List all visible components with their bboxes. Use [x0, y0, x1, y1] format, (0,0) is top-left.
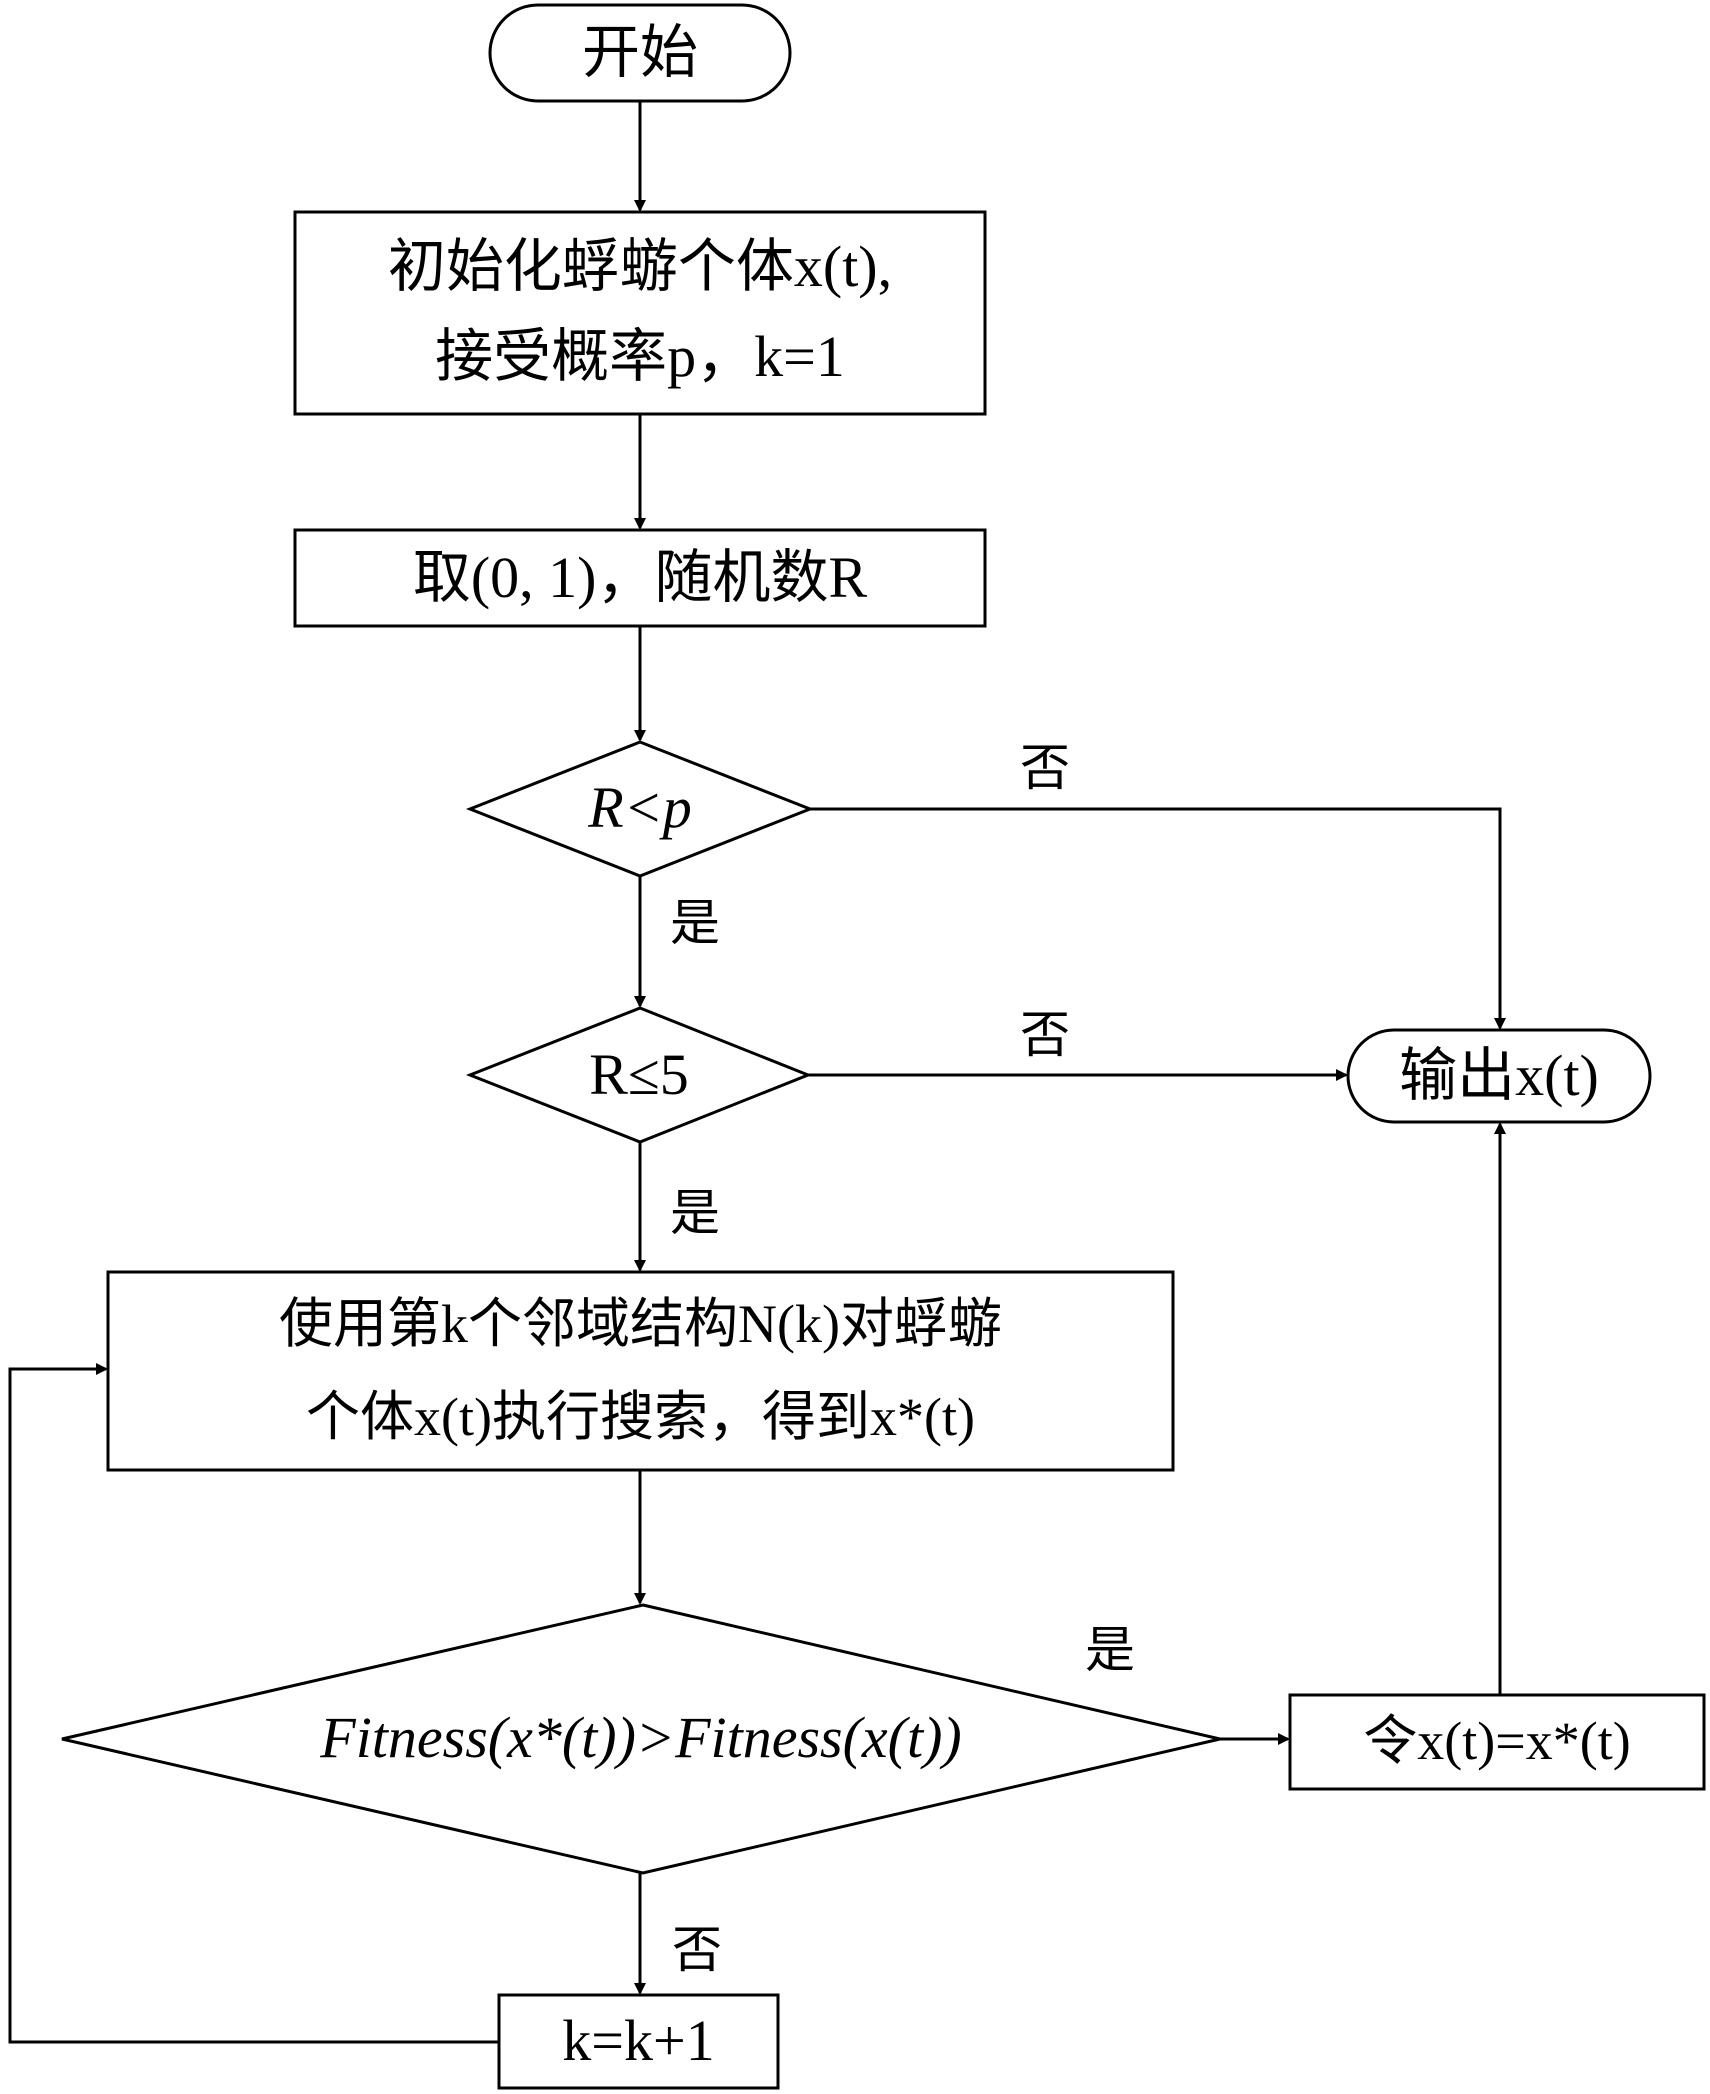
cond1-no-label: 否 [1020, 740, 1070, 796]
cond1-label: R<p [588, 775, 692, 840]
init-label-line2: 接受概率p，k=1 [435, 324, 845, 389]
cond3-yes-label: 是 [1085, 1622, 1135, 1678]
search-process-box [106, 1270, 1175, 1472]
start-label: 开始 [581, 20, 698, 85]
increment-process-box [497, 1993, 780, 2090]
cond2-label: R≤5 [589, 1042, 689, 1107]
cond3-label: Fitness(x*(t))>Fitness(x(t)) [320, 1705, 962, 1770]
cond3-no-label: 否 [672, 1922, 722, 1978]
edge-cond1-no-to-output [810, 807, 1506, 1030]
cond1-yes-label: 是 [670, 895, 720, 951]
cond2-yes-label: 是 [670, 1185, 720, 1241]
search-label-line1: 使用第k个邻域结构N(k)对蜉蝣 [279, 1294, 1002, 1354]
assign-process-box [1288, 1693, 1706, 1791]
random-label: 取(0, 1)，随机数R [412, 545, 868, 610]
init-label-line1: 初始化蜉蝣个体x(t), [387, 234, 893, 299]
assign-label: 令x(t)=x*(t) [1363, 1711, 1631, 1771]
random-process-box [293, 528, 987, 628]
cond2-no-label: 否 [1020, 1007, 1070, 1063]
init-process-box [293, 210, 987, 416]
search-label-line2: 个体x(t)执行搜索，得到x*(t) [306, 1387, 975, 1447]
decision-fitness-compare [61, 1603, 1221, 1875]
increment-label: k=k+1 [562, 2008, 715, 2073]
edge-increment-loop-to-search [8, 1363, 499, 2044]
output-label: 输出x(t) [1399, 1043, 1599, 1108]
